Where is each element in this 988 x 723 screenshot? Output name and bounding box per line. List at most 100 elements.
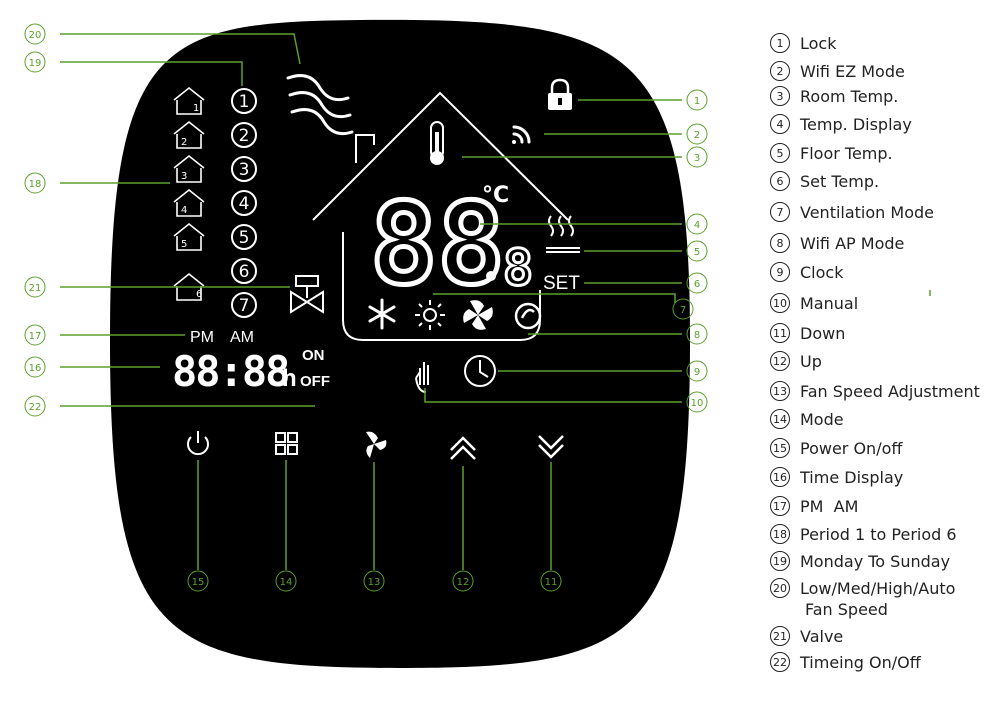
period-6-icon: 6 — [173, 272, 205, 301]
svg-text:17: 17 — [29, 331, 42, 342]
ventilation-fan-icon — [463, 300, 493, 330]
weekday-2: 2 — [231, 122, 257, 148]
marker-11: 11 — [540, 570, 562, 592]
marker-16: 16 — [24, 356, 46, 378]
thermometer-icon — [430, 121, 444, 165]
svg-text:2: 2 — [181, 137, 187, 148]
weekday-list: 1 2 3 4 5 6 7 — [231, 88, 257, 318]
wifi-ap-icon — [514, 302, 542, 330]
house-outline — [312, 91, 569, 341]
pm-label: PM — [190, 329, 214, 346]
marker-17: 17 — [24, 324, 46, 346]
set-label: SET — [543, 273, 580, 294]
am-label: AM — [230, 329, 254, 346]
celsius-unit: °C — [482, 183, 509, 208]
svg-text:8: 8 — [694, 330, 700, 341]
temperature-digits: 88 — [370, 180, 505, 310]
svg-text:2: 2 — [694, 130, 700, 141]
svg-text:10: 10 — [691, 398, 704, 409]
decimal-point — [486, 271, 496, 281]
svg-text:1: 1 — [694, 96, 700, 107]
lock-icon — [548, 78, 572, 110]
svg-text:14: 14 — [280, 577, 293, 588]
weekday-4: 4 — [231, 190, 257, 216]
svg-text:19: 19 — [29, 58, 42, 69]
hour-suffix: h — [282, 365, 297, 392]
chevron-up-icon — [450, 436, 476, 451]
power-button[interactable] — [187, 431, 209, 456]
weekday-7: 7 — [231, 292, 257, 318]
marker-9: 9 — [686, 360, 708, 382]
svg-text:21: 21 — [29, 283, 42, 294]
down-button[interactable] — [538, 435, 564, 459]
marker-1: 1 — [686, 89, 708, 111]
clock-icon — [464, 355, 496, 387]
mode-grid-icon — [275, 432, 286, 443]
marker-3: 3 — [686, 146, 708, 168]
marker-15: 15 — [187, 570, 209, 592]
thermostat-panel — [110, 19, 690, 668]
svg-text:4: 4 — [239, 194, 250, 214]
manual-hand-icon — [415, 362, 429, 393]
svg-text:18: 18 — [29, 179, 42, 190]
floor-heat-icon — [546, 215, 580, 253]
snowflake-icon — [368, 298, 396, 330]
marker-10: 10 — [686, 391, 708, 413]
marker-5: 5 — [686, 240, 708, 262]
period-3-icon: 3 — [173, 154, 205, 183]
svg-text:20: 20 — [29, 30, 42, 41]
svg-text:3: 3 — [694, 153, 700, 164]
sun-icon — [415, 300, 445, 330]
fan-speed-waves-icon — [286, 74, 354, 136]
period-5-icon: 5 — [173, 222, 205, 251]
svg-text:1: 1 — [193, 103, 199, 114]
svg-text:4: 4 — [181, 205, 187, 216]
power-icon — [187, 436, 209, 456]
svg-text:22: 22 — [29, 402, 42, 413]
marker-7: 7 — [672, 298, 694, 320]
svg-text:6: 6 — [239, 262, 250, 282]
marker-22: 22 — [24, 395, 46, 417]
svg-text:2: 2 — [239, 126, 250, 146]
svg-text:9: 9 — [694, 367, 700, 378]
svg-text:5: 5 — [239, 228, 250, 248]
svg-text:6: 6 — [694, 279, 700, 290]
fan-speed-button[interactable] — [366, 431, 387, 458]
marker-19: 19 — [24, 51, 46, 73]
marker-13: 13 — [363, 570, 385, 592]
svg-text:3: 3 — [181, 171, 187, 182]
marker-20: 20 — [24, 23, 46, 45]
svg-text:15: 15 — [192, 577, 205, 588]
svg-text:11: 11 — [545, 577, 558, 588]
weekday-5: 5 — [231, 224, 257, 250]
mode-button[interactable] — [275, 432, 298, 455]
marker-4: 4 — [686, 213, 708, 235]
svg-text:5: 5 — [181, 239, 187, 250]
temperature-decimal-digit: 8 — [503, 239, 533, 297]
callout-markers: 20 19 18 21 17 16 22 1 2 3 4 5 6 7 8 9 1… — [24, 23, 708, 592]
svg-text:6: 6 — [196, 289, 202, 300]
svg-text:7: 7 — [239, 296, 250, 316]
up-button[interactable] — [450, 436, 476, 460]
marker-18: 18 — [24, 172, 46, 194]
marker-12: 12 — [452, 570, 474, 592]
valve-icon — [290, 275, 324, 314]
marker-2: 2 — [686, 123, 708, 145]
